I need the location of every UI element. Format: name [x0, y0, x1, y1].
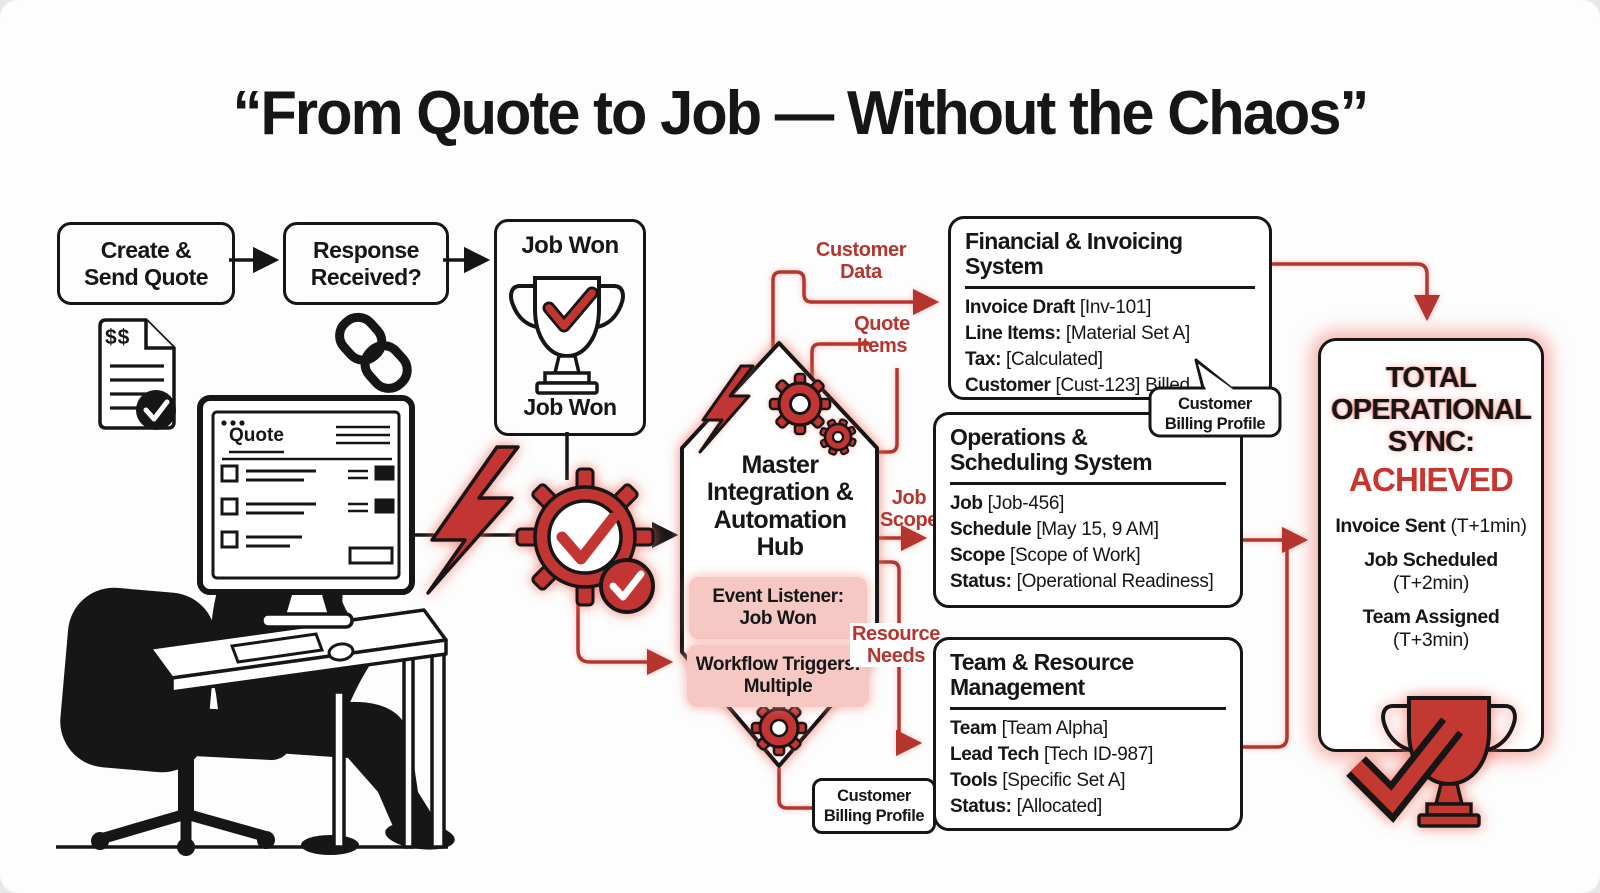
connector-team-to-result — [1242, 538, 1300, 749]
operations-system-box: Operations & Scheduling System Job [Job-… — [933, 412, 1243, 608]
hub-event-listener: Event Listener: Job Won — [689, 577, 867, 639]
team-item: Status: [Allocated] — [950, 796, 1103, 818]
gear-check-icon — [515, 467, 655, 614]
person-legs — [222, 700, 438, 838]
desk-edge — [170, 638, 448, 694]
result-item: Team Assigned (T+3min) — [1362, 605, 1500, 651]
divider — [950, 706, 1226, 710]
billing-profile-bubble-text: Customer Billing Profile — [1164, 395, 1266, 434]
document-check-icon — [136, 390, 176, 430]
operations-item: Scope [Scope of Work] — [950, 545, 1141, 567]
operations-system-title: Operations & Scheduling System — [950, 424, 1153, 475]
lightning-bolt-icon — [426, 445, 520, 595]
job-won-caption: Job Won — [523, 394, 617, 420]
office-chair — [60, 587, 293, 856]
team-item: Team [Team Alpha] — [950, 717, 1108, 739]
result-items: Invoice Sent (T+1min) Job Scheduled (T+2… — [1329, 515, 1533, 652]
label-resource-needs: Resource Needs — [850, 623, 942, 667]
financial-item: Tax: [Calculated] — [965, 349, 1103, 371]
document-dollars-label: $$ — [105, 326, 131, 349]
gear-badge-check-icon — [599, 558, 655, 614]
quote-rows — [220, 464, 395, 565]
label-job-scope: Job Scope — [879, 487, 939, 531]
team-item: Lead Tech [Tech ID-987] — [950, 743, 1154, 765]
monitor-screen-title: Quote — [229, 425, 284, 446]
result-item: Job Scheduled (T+2min) — [1364, 548, 1498, 594]
financial-system-title: Financial & Invoicing System — [965, 228, 1183, 279]
result-item: Invoice Sent (T+1min) — [1335, 514, 1527, 537]
label-customer-data: Customer Data — [815, 239, 907, 283]
achievement-trophy-icon — [1346, 696, 1517, 828]
result-heading: TOTAL OPERATIONAL SYNC: — [1330, 362, 1532, 458]
operations-item: Status: [Operational Readiness] — [950, 571, 1214, 593]
operations-item: Job [Job-456] — [950, 492, 1065, 514]
monitor-foot — [260, 612, 354, 629]
connector-gear-to-hub — [576, 600, 674, 676]
keyboard — [229, 632, 325, 664]
label-quote-items: Quote Items — [854, 313, 910, 357]
job-won-title: Job Won — [521, 232, 619, 259]
financial-item: Invoice Draft [Inv-101] — [965, 296, 1152, 318]
flow-box-response-received: Response Received? — [283, 222, 449, 305]
flow-box-job-won: Job Won Job Won — [494, 219, 646, 436]
flow-box-create-quote: Create & Send Quote — [57, 222, 235, 305]
chain-link-icon — [335, 312, 412, 393]
keyboard-and-mouse — [229, 632, 355, 664]
result-panel: TOTAL OPERATIONAL SYNC: ACHIEVED Invoice… — [1318, 338, 1544, 752]
operations-item: Schedule [May 15, 9 AM] — [950, 518, 1159, 540]
connector-financial-to-result — [1272, 262, 1441, 322]
job-won-trophy-icon — [509, 276, 625, 395]
financial-item: Line Items: [Material Set A] — [965, 322, 1190, 344]
quote-document-icon — [98, 318, 176, 430]
team-item: Tools [Specific Set A] — [950, 770, 1126, 792]
divider — [965, 285, 1255, 289]
hub-bottom-gear-icon — [750, 699, 808, 757]
mouse — [327, 642, 355, 662]
connector-customer-data — [771, 270, 940, 349]
team-system-box: Team & Resource Management Team [Team Al… — [933, 637, 1243, 831]
billing-profile-bubble-shape — [1148, 358, 1282, 438]
divider — [950, 481, 1226, 485]
hub-workflow-triggers: Workflow Triggers: Multiple — [687, 645, 869, 707]
financial-system-box: Financial & Invoicing System Invoice Dra… — [948, 216, 1272, 400]
achievement-trophy-layer — [1346, 696, 1517, 828]
monitor — [197, 395, 415, 629]
connector-quote-items-b — [877, 368, 899, 454]
result-heading-achieved: ACHIEVED — [1348, 460, 1514, 498]
page-title: “From Quote to Job — Without the Chaos” — [232, 79, 1370, 148]
billing-profile-box: Customer Billing Profile — [812, 778, 936, 834]
hub-title: Master Integration & Automation Hub — [706, 451, 854, 561]
team-system-title: Team & Resource Management — [950, 649, 1134, 700]
person-shoe2 — [301, 835, 359, 855]
connector-quote-items-a — [810, 342, 872, 378]
hub-lightning-icon — [698, 364, 755, 454]
hub-gears-icon — [768, 372, 857, 456]
connector-billing-profile — [777, 768, 933, 810]
